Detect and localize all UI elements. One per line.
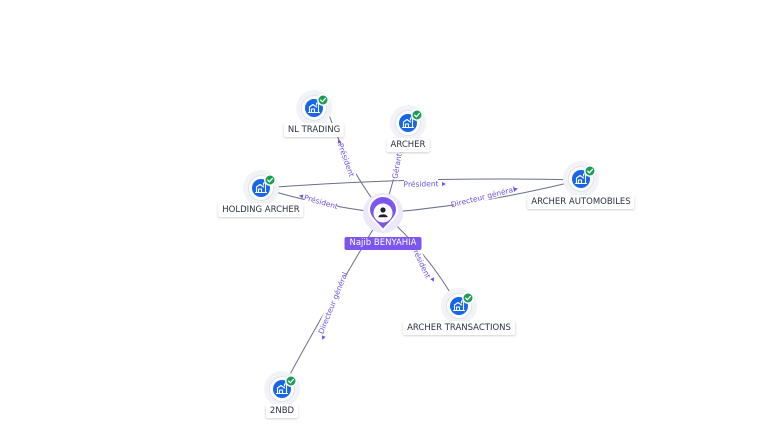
arrow-icon (442, 182, 446, 186)
person-name-label[interactable]: Najib BENYAHIA (344, 237, 422, 250)
arrow-icon (321, 335, 326, 340)
company-node-archer[interactable] (390, 105, 426, 141)
arrow-icon (430, 277, 434, 282)
person-icon (378, 207, 388, 218)
edge-label-text: Président (403, 179, 438, 189)
company-node-2nbd[interactable] (264, 371, 300, 407)
company-label-archer-transactions[interactable]: ARCHER TRANSACTIONS (403, 321, 515, 335)
verified-check-icon (462, 292, 474, 304)
edge-label-holding-archer: Président (303, 192, 339, 211)
verified-check-icon (411, 109, 423, 121)
edge-label-archer-automobiles: Directeur général (450, 185, 516, 210)
verified-check-icon (264, 174, 276, 186)
edge-label-text: Président (336, 142, 356, 178)
company-node-nl-trading[interactable] (296, 90, 332, 126)
edge-label-holding-to-automobiles: Président (403, 178, 439, 189)
verified-check-icon (285, 375, 297, 387)
company-node-archer-automobiles[interactable] (563, 161, 599, 197)
company-node-holding-archer[interactable] (243, 170, 279, 206)
company-label-2nbd[interactable]: 2NBD (265, 404, 299, 418)
company-label-nl-trading[interactable]: NL TRADING (283, 123, 345, 137)
edge-label-archer: Gérant (389, 151, 404, 181)
verified-check-icon (317, 94, 329, 106)
edge-label-text: Directeur général (450, 185, 516, 210)
person-node[interactable] (363, 193, 403, 233)
company-label-archer-automobiles[interactable]: ARCHER AUTOMOBILES (527, 195, 635, 209)
edge-label-text: Gérant (390, 152, 403, 179)
edge-label-nl-trading: Président (336, 142, 357, 178)
arrow-icon (337, 139, 342, 144)
company-label-holding-archer[interactable]: HOLDING ARCHER (218, 203, 304, 217)
edge-label-2nbd: Directeur général (317, 271, 350, 335)
company-node-archer-transactions[interactable] (441, 288, 477, 324)
edge-label-text: Directeur général (317, 271, 350, 335)
verified-check-icon (584, 165, 596, 177)
arrow-icon (513, 187, 518, 192)
arrow-icon (299, 194, 304, 199)
edge-label-text: Président (303, 193, 339, 211)
company-label-archer[interactable]: ARCHER (386, 138, 430, 152)
